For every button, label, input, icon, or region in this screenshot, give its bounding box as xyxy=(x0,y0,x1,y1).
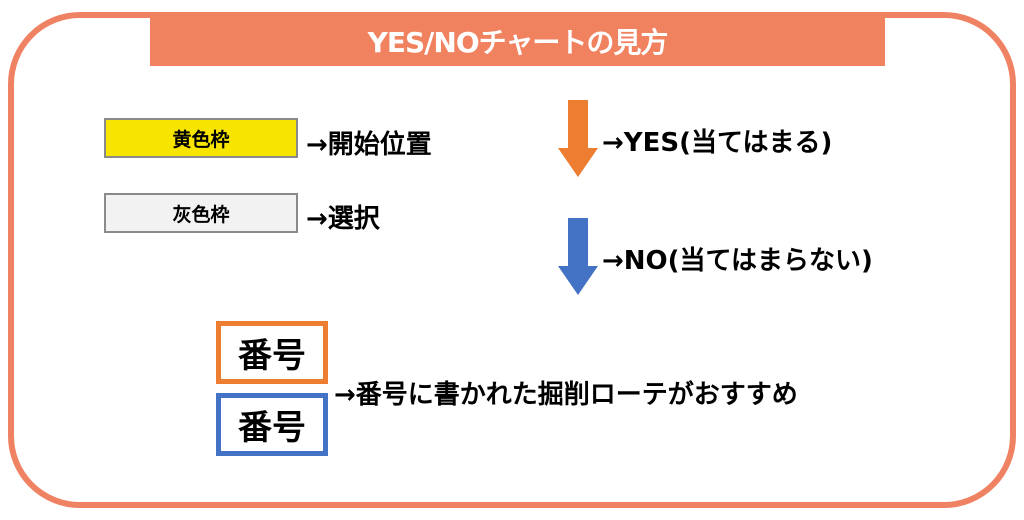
yellow-frame-desc: →開始位置 xyxy=(306,130,432,160)
number-desc: →番号に書かれた掘削ローテがおすすめ xyxy=(334,380,798,410)
info-card xyxy=(8,12,1016,508)
number-orange-sample: 番号 xyxy=(216,321,328,384)
yes-arrow-icon xyxy=(558,100,598,177)
gray-frame-desc: →選択 xyxy=(306,204,380,234)
yellow-frame-sample: 黄色枠 xyxy=(104,118,298,158)
yes-desc: →YES(当てはまる) xyxy=(602,128,833,158)
number-blue-sample: 番号 xyxy=(216,393,328,456)
page-title: YES/NOチャートの見方 xyxy=(150,15,885,66)
no-desc: →NO(当てはまらない) xyxy=(602,246,873,276)
gray-frame-sample: 灰色枠 xyxy=(104,193,298,233)
no-arrow-icon xyxy=(558,218,598,295)
